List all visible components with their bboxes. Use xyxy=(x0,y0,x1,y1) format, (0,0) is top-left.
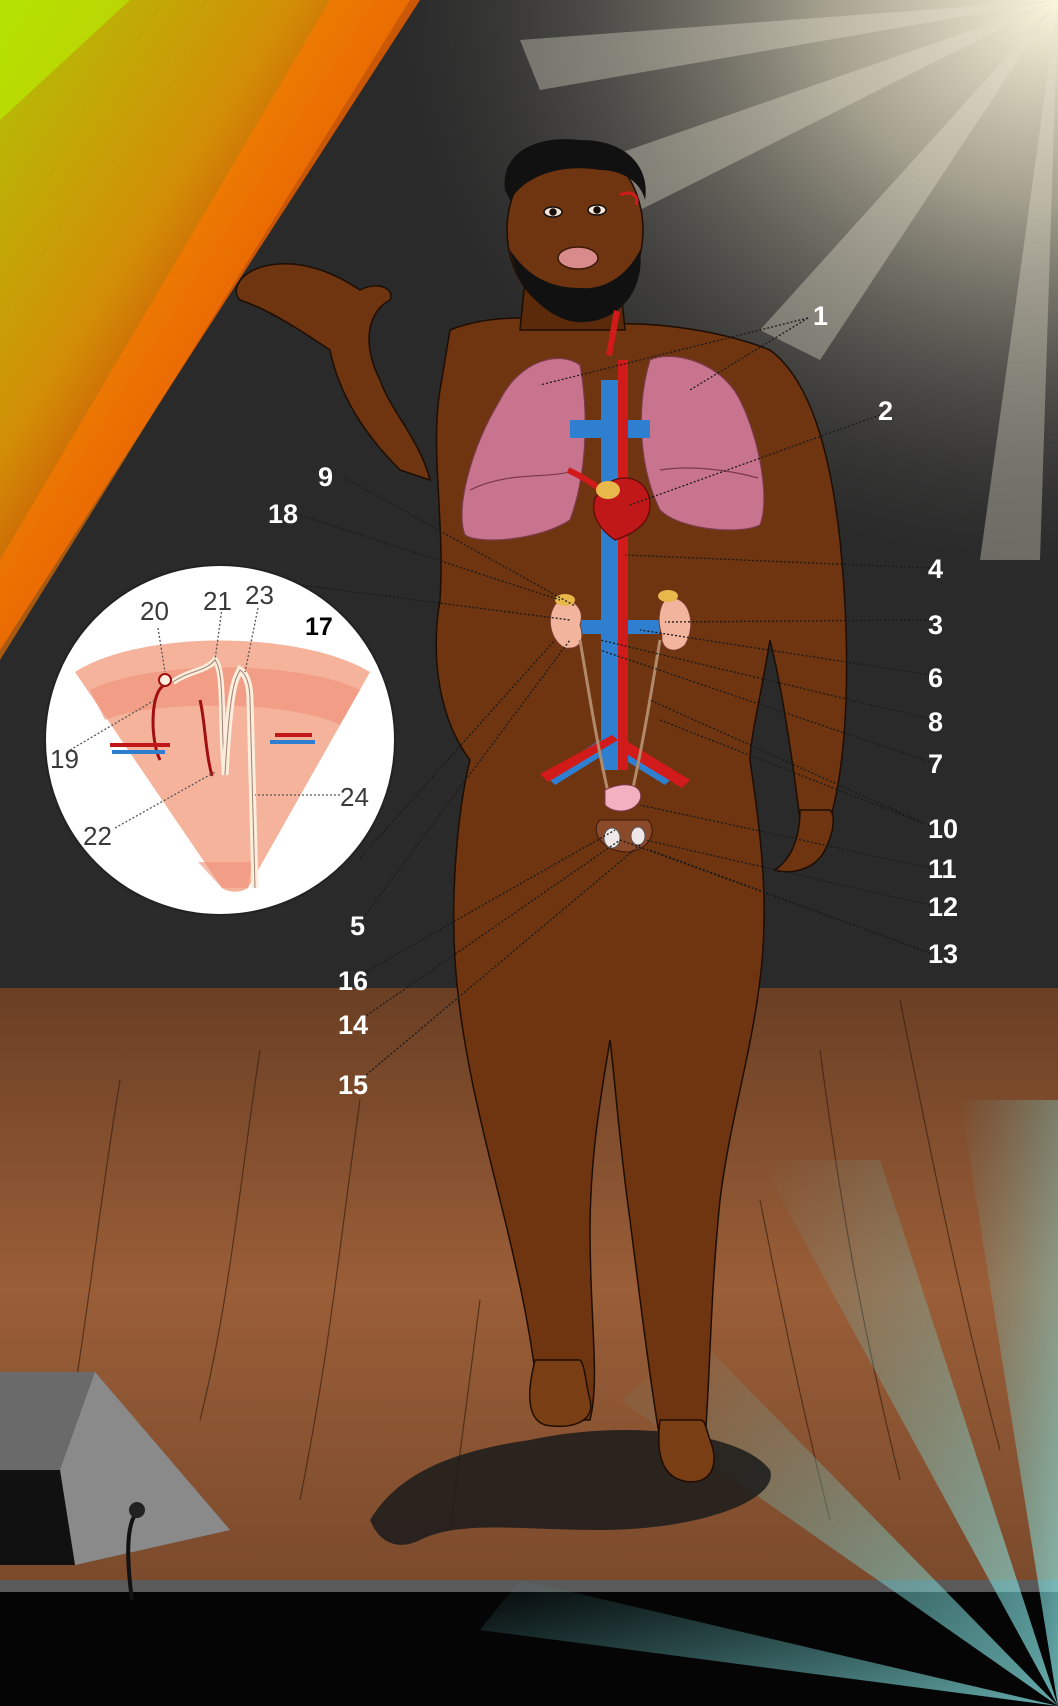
nephron-inset xyxy=(45,565,395,915)
